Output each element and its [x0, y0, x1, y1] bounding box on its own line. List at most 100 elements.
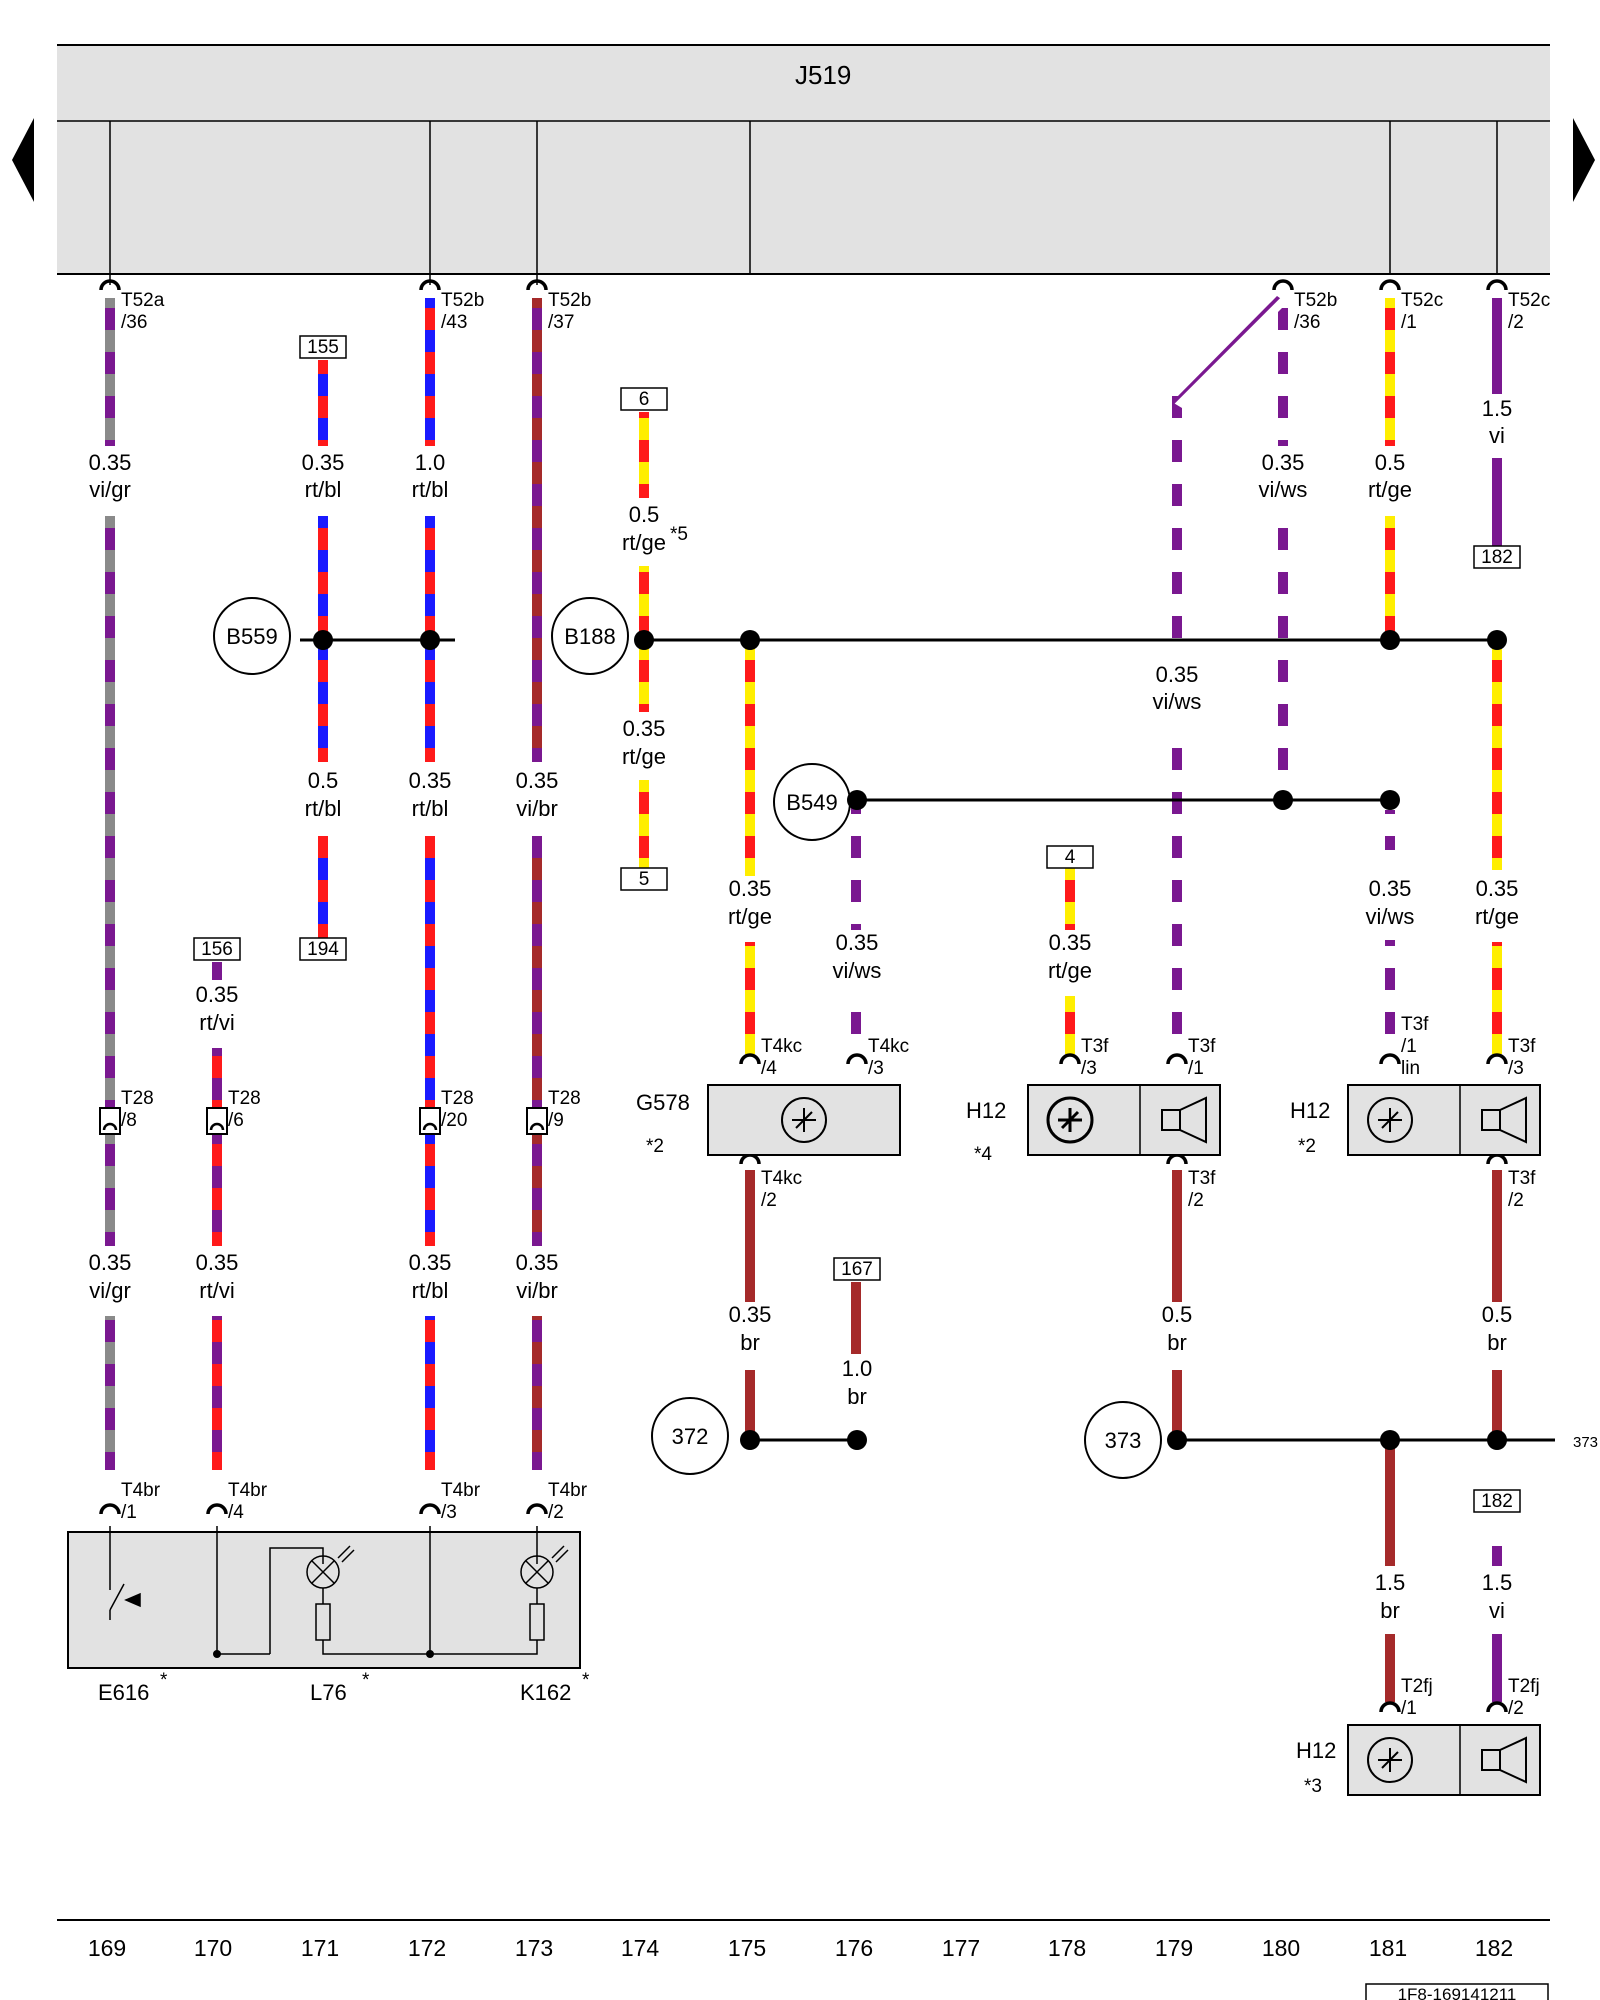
- connector-label: T4kc/2: [761, 1168, 802, 1211]
- ground-373: 373: [1084, 1401, 1162, 1479]
- component-note: *2: [646, 1136, 664, 1157]
- connector-label: T3f/1: [1188, 1036, 1216, 1079]
- wire-segment: [1385, 940, 1395, 1054]
- label-text: 0.35: [1262, 450, 1305, 475]
- component-name: H12: [966, 1098, 1006, 1123]
- label-text: rt/ge: [1475, 904, 1519, 929]
- wire-segment: [1492, 298, 1502, 394]
- label-text: 1.0: [415, 450, 446, 475]
- ref-box-194[interactable]: 194: [299, 937, 347, 961]
- ref-box-167[interactable]: 167: [833, 1257, 881, 1281]
- splice-label: B559: [226, 624, 277, 649]
- wire-segment: [1492, 1546, 1502, 1566]
- ground-372: 372: [651, 1397, 729, 1475]
- label-text: /1: [1401, 1698, 1417, 1719]
- triangle-left-icon[interactable]: [12, 118, 34, 202]
- wire-segment: [1492, 942, 1502, 1054]
- wire-segment: [1385, 1442, 1395, 1566]
- column-number: 175: [728, 1935, 766, 1961]
- ref-box-182[interactable]: 182: [1473, 545, 1521, 569]
- wire-segment: [105, 1316, 115, 1470]
- ground-label: 372: [672, 1424, 709, 1449]
- wire-segment: [105, 298, 115, 446]
- ref-box-182[interactable]: 182: [1473, 1489, 1521, 1513]
- label-text: rt/bl: [305, 477, 342, 502]
- horn-icon: [1481, 1096, 1527, 1144]
- label-text: /3: [1508, 1058, 1524, 1079]
- wire-label: 1.0rt/bl: [412, 450, 449, 502]
- footer-code: 1F8-169141211: [1365, 1983, 1549, 2000]
- sensor-icon: [1367, 1737, 1413, 1783]
- label-text: T4br: [228, 1480, 268, 1501]
- connector-labels: T52a/36 T52b/43 T52b/37 T52b/36 T52c/1 T…: [121, 290, 1550, 1719]
- label-text: T52b: [1294, 290, 1337, 311]
- label-text: 1.5: [1482, 1570, 1513, 1595]
- ref-box-6[interactable]: 6: [620, 387, 668, 411]
- horn-icon: [1481, 1736, 1527, 1784]
- component-h12-b: H12 *2: [1290, 1084, 1541, 1157]
- label-text: 156: [201, 939, 233, 960]
- label-text: T52b: [441, 290, 484, 311]
- wire-segment: [1385, 516, 1395, 638]
- label-text: 0.35: [196, 982, 239, 1007]
- wire-segment: [1172, 730, 1182, 1054]
- label-text: rt/ge: [1368, 477, 1412, 502]
- column-number: 176: [835, 1935, 873, 1961]
- component-name: L76: [310, 1680, 347, 1705]
- wire-segment: [745, 646, 755, 876]
- column-number: 172: [408, 1935, 446, 1961]
- wire-segment: [1172, 390, 1182, 652]
- label-text: 0.35: [89, 450, 132, 475]
- label-text: br: [1380, 1598, 1400, 1623]
- ref-box-156[interactable]: 156: [193, 937, 241, 961]
- wire-segment: [1385, 1634, 1395, 1702]
- label-text: /1: [1188, 1058, 1204, 1079]
- label-text: T52b: [548, 290, 591, 311]
- wire-segment: [212, 1048, 222, 1246]
- connector-label: T2fj/2: [1508, 1676, 1540, 1719]
- label-text: br: [1167, 1330, 1187, 1355]
- wire-label: 0.5rt/ge: [1368, 450, 1412, 502]
- triangle-right-icon[interactable]: [1573, 118, 1595, 202]
- column-number: 182: [1475, 1935, 1513, 1961]
- ref-box-5[interactable]: 5: [620, 867, 668, 891]
- reference-boxes[interactable]: 155 6 182 5 194 156 4 167 182: [193, 335, 1521, 1513]
- connector-label: T3f/3: [1508, 1036, 1536, 1079]
- label-text: 0.35: [1369, 876, 1412, 901]
- wire-segment: [318, 360, 328, 446]
- label-text: T4br: [548, 1480, 588, 1501]
- label-text: T28: [441, 1088, 474, 1109]
- label-text: /2: [1188, 1190, 1204, 1211]
- wire-segment: [745, 1170, 755, 1302]
- wire-segment: [1492, 1370, 1502, 1442]
- label-text: vi: [1489, 1598, 1505, 1623]
- wire-segment: [1492, 1170, 1502, 1302]
- ref-box-155[interactable]: 155: [299, 335, 347, 359]
- label-text: rt/ge: [1048, 958, 1092, 983]
- ref-box-4[interactable]: 4: [1046, 845, 1094, 869]
- wire-segment: [1385, 298, 1395, 446]
- label-text: /2: [1508, 312, 1524, 333]
- component-e616: E616*: [98, 1670, 168, 1705]
- lamp-icon: [306, 1545, 355, 1641]
- label-text: *5: [670, 524, 688, 545]
- label-text: br: [847, 1384, 867, 1409]
- wire-segments: [105, 296, 1502, 1702]
- wire-segment: [532, 1316, 542, 1470]
- label-text: 155: [307, 337, 339, 358]
- component-note: *: [362, 1670, 370, 1691]
- label-text: 1.0: [842, 1356, 873, 1381]
- label-text: 0.35: [516, 1250, 559, 1275]
- label-text: rt/bl: [412, 477, 449, 502]
- label-text: 0.35: [1476, 876, 1519, 901]
- wire-segment: [851, 800, 861, 930]
